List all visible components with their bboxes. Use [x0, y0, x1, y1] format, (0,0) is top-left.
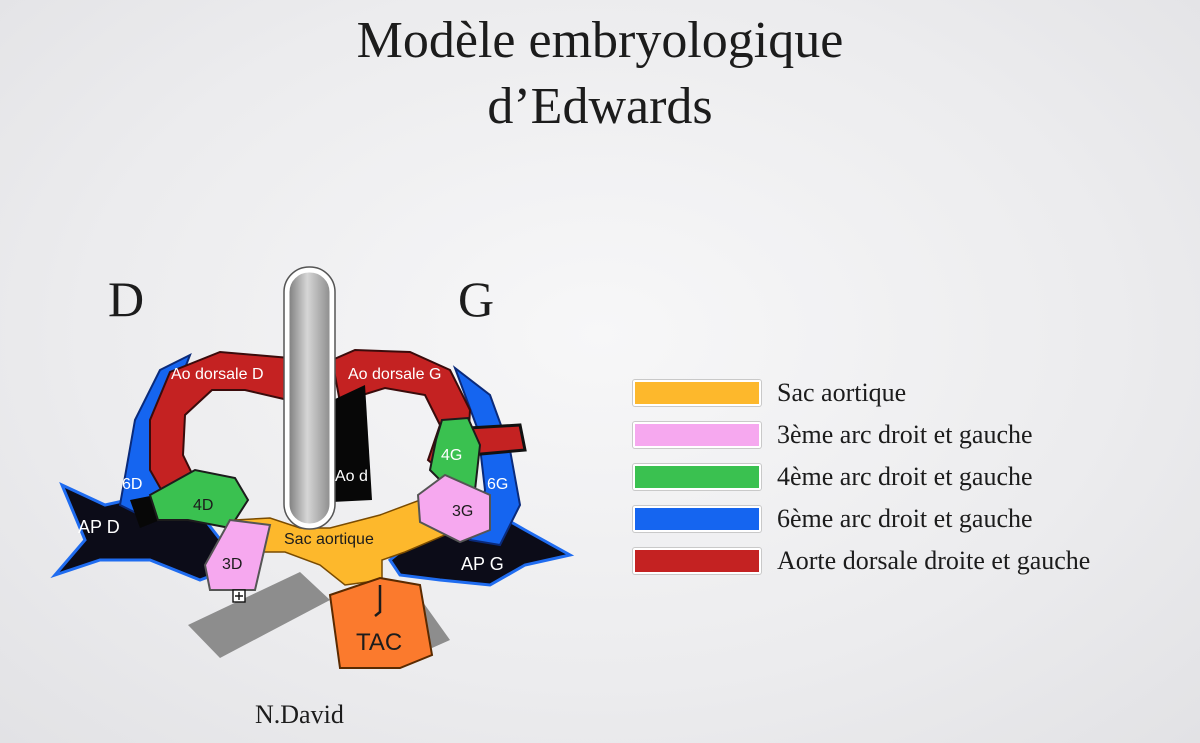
- legend-label: 6ème arc droit et gauche: [777, 504, 1033, 533]
- legend-item: 6ème arc droit et gauche: [633, 498, 1090, 540]
- title-line-1: Modèle embryologique: [356, 12, 844, 69]
- side-label-left: G: [458, 271, 495, 327]
- label-ap-g: AP G: [461, 554, 504, 574]
- label-tac: TAC: [356, 629, 402, 656]
- label-ao-dorsale-g: Ao dorsale G: [348, 366, 441, 383]
- legend-item: Aorte dorsale droite et gauche: [633, 540, 1090, 582]
- legend-label: 3ème arc droit et gauche: [777, 420, 1033, 449]
- legend-label: Aorte dorsale droite et gauche: [777, 546, 1091, 575]
- legend-swatch: [633, 548, 761, 574]
- label-4g: 4G: [441, 447, 462, 464]
- label-3g: 3G: [452, 503, 473, 520]
- label-ao-d: Ao d: [335, 468, 368, 485]
- author-credit: N.David: [255, 700, 344, 729]
- title-line-2: d’Edwards: [487, 78, 713, 135]
- legend-item: 3ème arc droit et gauche: [633, 414, 1090, 456]
- legend-item: Sac aortique: [633, 372, 1090, 414]
- legend: Sac aortique 3ème arc droit et gauche 4è…: [633, 372, 1090, 582]
- legend-item: 4ème arc droit et gauche: [633, 456, 1090, 498]
- label-4d: 4D: [193, 497, 213, 514]
- fourth-arch-right-shape: [148, 468, 250, 530]
- legend-label: 4ème arc droit et gauche: [777, 462, 1033, 491]
- slide-title: Modèle embryologique d’Edwards: [0, 8, 1200, 140]
- legend-swatch: [633, 380, 761, 406]
- legend-swatch: [633, 506, 761, 532]
- truncus-notch-shape: [374, 585, 382, 617]
- third-arch-left-shape: [416, 473, 491, 544]
- label-ao-dorsale-d: Ao dorsale D: [171, 366, 264, 383]
- label-6g: 6G: [487, 476, 508, 493]
- truncus-shape: [328, 576, 434, 669]
- legend-swatch: [633, 464, 761, 490]
- descending-aorta-shape: [332, 385, 372, 502]
- trachea-shape: [284, 267, 335, 529]
- label-ap-d: AP D: [78, 517, 120, 537]
- bronchus-shape: [188, 572, 330, 658]
- legend-swatch: [633, 422, 761, 448]
- label-6d: 6D: [122, 476, 142, 493]
- side-label-right: D: [108, 271, 145, 327]
- label-sac-aortique: Sac aortique: [284, 531, 374, 548]
- label-3d: 3D: [222, 556, 242, 573]
- plus-box-icon-cross: [235, 592, 243, 600]
- trachea-outline: [283, 266, 336, 530]
- legend-label: Sac aortique: [777, 378, 907, 407]
